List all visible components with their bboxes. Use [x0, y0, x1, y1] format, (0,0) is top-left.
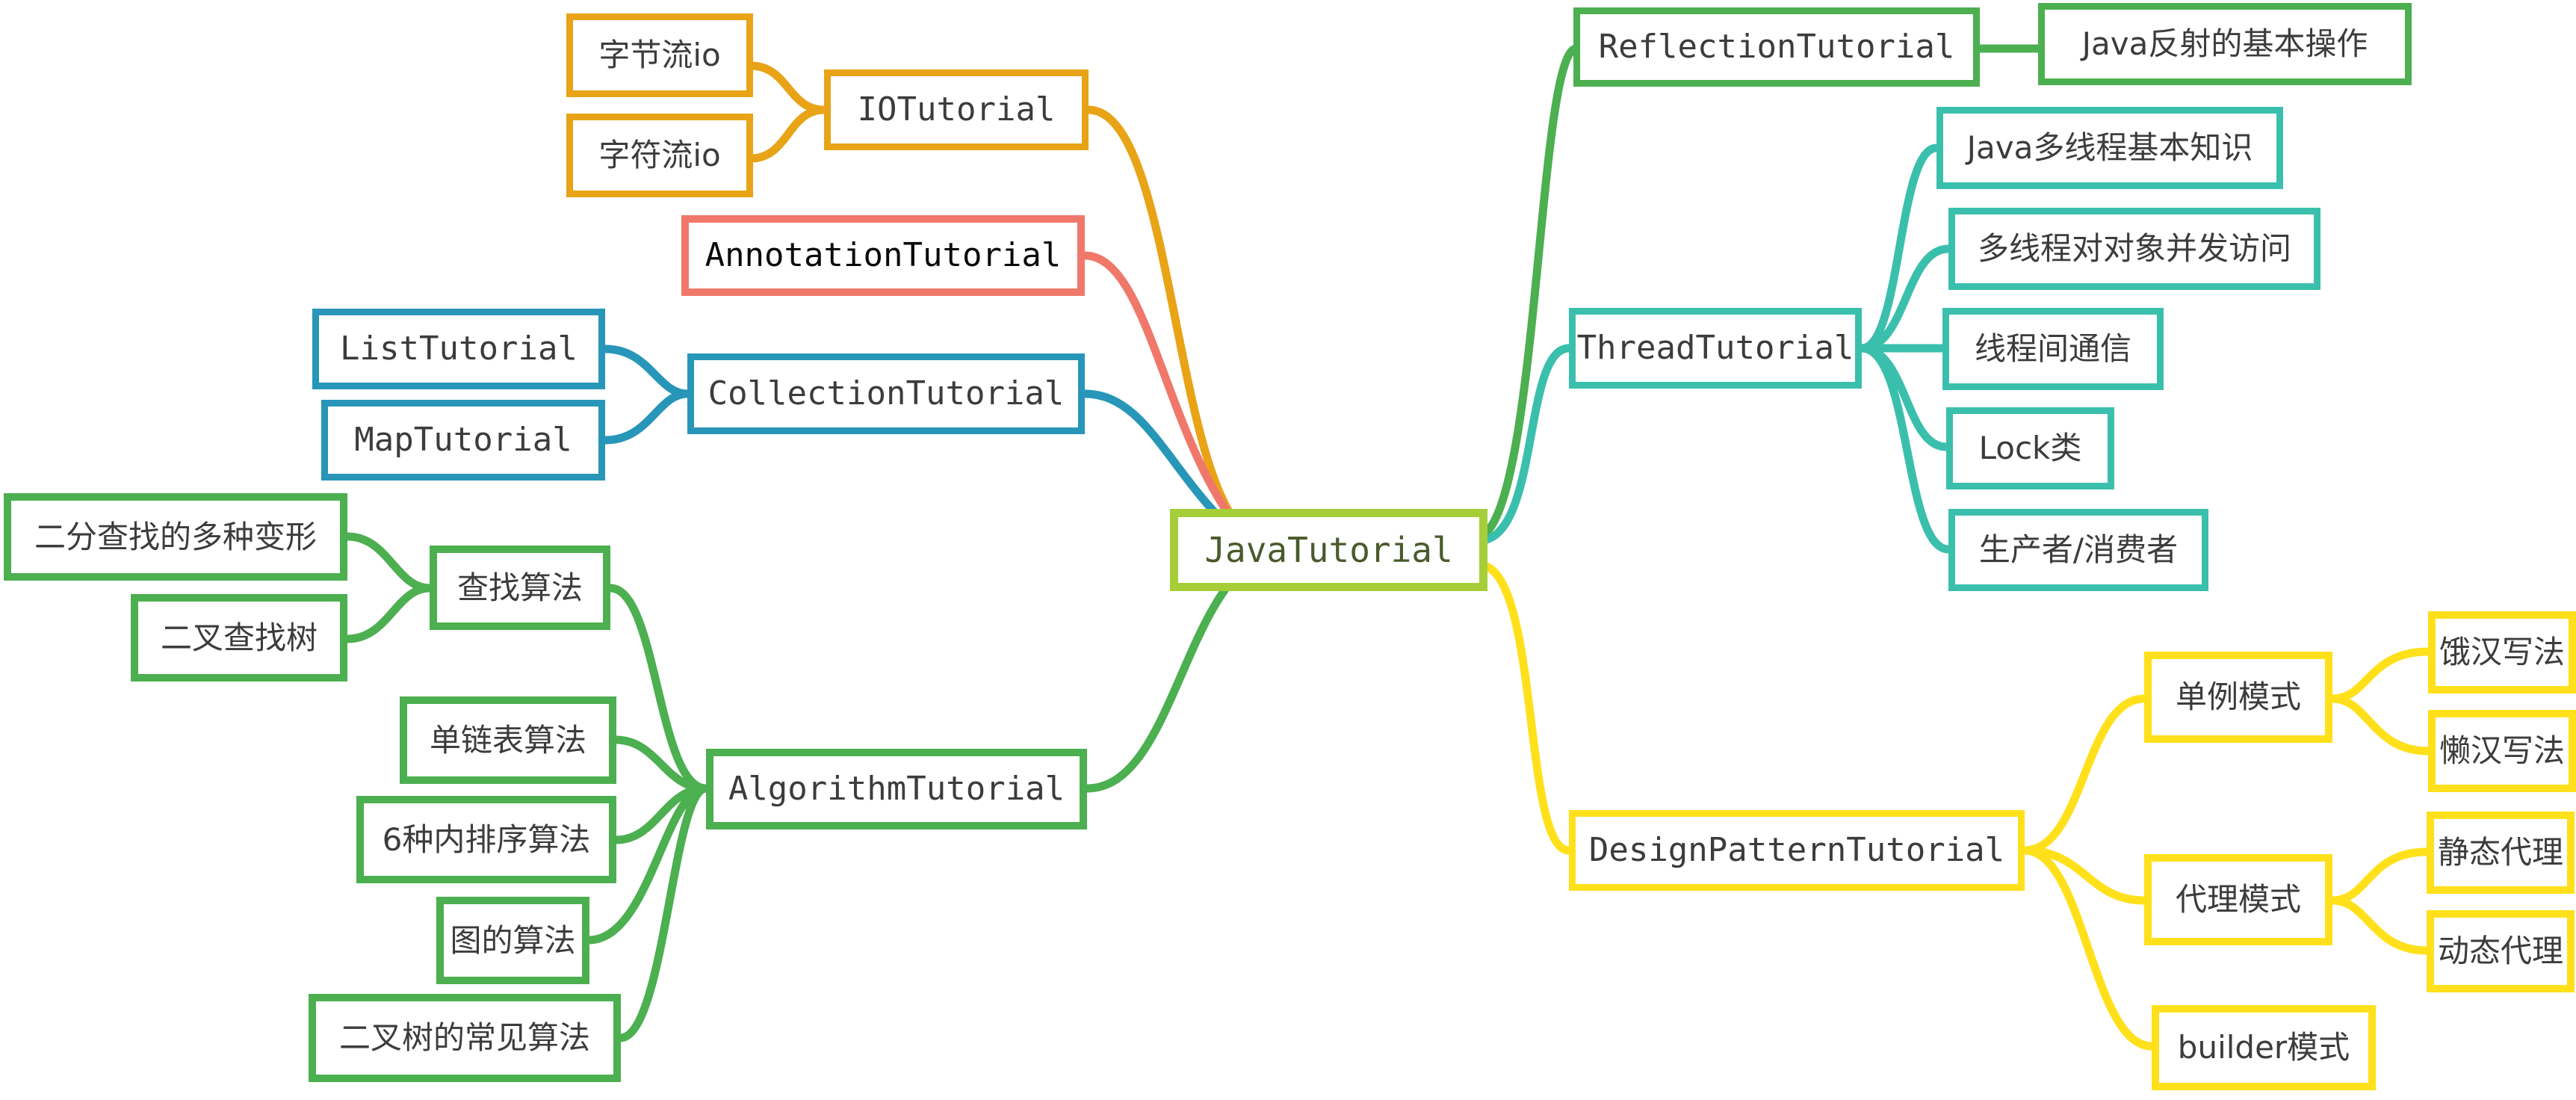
node-label: 动态代理	[2437, 933, 2563, 969]
node-thread-comm[interactable]: 线程间通信	[1942, 308, 2164, 390]
node-label: AlgorithmTutorial	[728, 770, 1065, 808]
node-reflect-basic[interactable]: Java反射的基本操作	[2038, 3, 2412, 85]
node-collection[interactable]: CollectionTutorial	[687, 353, 1085, 434]
node-label: 字节流io	[598, 37, 721, 73]
node-label: MapTutorial	[354, 421, 572, 459]
node-label: 6种内排序算法	[382, 821, 591, 858]
node-sort6[interactable]: 6种内排序算法	[356, 796, 616, 883]
node-dynamic-proxy[interactable]: 动态代理	[2427, 910, 2575, 992]
node-label: CollectionTutorial	[708, 374, 1065, 412]
node-root[interactable]: JavaTutorial	[1170, 509, 1487, 591]
node-label: IOTutorial	[857, 90, 1056, 129]
node-thread-basic[interactable]: Java多线程基本知识	[1936, 107, 2283, 189]
node-label: 懒汉写法	[2439, 732, 2565, 769]
node-label: ListTutorial	[340, 330, 578, 368]
node-label: 静态代理	[2437, 834, 2563, 871]
node-thread[interactable]: ThreadTutorial	[1569, 308, 1862, 389]
node-label: AnnotationTutorial	[705, 236, 1062, 274]
node-algorithm[interactable]: AlgorithmTutorial	[706, 749, 1087, 829]
node-label: 饿汉写法	[2439, 634, 2565, 670]
node-label: 单例模式	[2175, 679, 2301, 715]
node-label: 代理模式	[2175, 881, 2301, 918]
edge-group-annotation	[1080, 251, 1252, 543]
node-eager[interactable]: 饿汉写法	[2428, 611, 2576, 693]
node-label: 生产者/消费者	[1978, 531, 2179, 568]
node-builder[interactable]: builder模式	[2152, 1005, 2376, 1090]
node-io-byte[interactable]: 字节流io	[566, 13, 753, 97]
node-proxy[interactable]: 代理模式	[2144, 854, 2332, 945]
node-map[interactable]: MapTutorial	[321, 400, 605, 481]
node-label: ReflectionTutorial	[1598, 28, 1955, 66]
node-label: 单链表算法	[429, 721, 586, 758]
edge-group-designpattern	[1482, 562, 2433, 1051]
node-label: 图的算法	[450, 921, 576, 959]
node-label: Java反射的基本操作	[2081, 25, 2368, 62]
node-static-proxy[interactable]: 静态代理	[2427, 812, 2575, 894]
node-label: JavaTutorial	[1204, 530, 1453, 570]
node-label: 字符流io	[598, 137, 721, 173]
node-annotation[interactable]: AnnotationTutorial	[681, 215, 1085, 296]
node-label: 多线程对对象并发访问	[1977, 230, 2291, 267]
node-thread-pc[interactable]: 生产者/消费者	[1948, 509, 2208, 591]
node-label: ThreadTutorial	[1576, 329, 1854, 367]
node-list[interactable]: ListTutorial	[312, 309, 605, 389]
node-label: 二叉树的常见算法	[338, 1019, 590, 1056]
node-label: Lock类	[1978, 430, 2082, 466]
node-singleton[interactable]: 单例模式	[2144, 652, 2332, 743]
node-thread-lock[interactable]: Lock类	[1946, 407, 2114, 489]
node-bst[interactable]: 二叉查找树	[131, 594, 347, 682]
node-bintree-algo[interactable]: 二叉树的常见算法	[309, 994, 621, 1082]
node-label: Java多线程基本知识	[1966, 129, 2253, 166]
node-label: 二叉查找树	[160, 619, 318, 656]
edge-group-algorithm	[343, 44, 2043, 1042]
node-label: DesignPatternTutorial	[1588, 831, 2005, 869]
node-reflection[interactable]: ReflectionTutorial	[1573, 7, 1980, 87]
node-binsearch-variants[interactable]: 二分查找的多种变形	[4, 493, 347, 581]
node-thread-concurrent[interactable]: 多线程对对象并发访问	[1948, 208, 2320, 290]
node-graph-algo[interactable]: 图的算法	[436, 897, 589, 984]
node-lazy[interactable]: 懒汉写法	[2428, 710, 2576, 792]
node-io-char[interactable]: 字符流io	[566, 114, 753, 197]
node-label: 查找算法	[456, 569, 583, 606]
node-io[interactable]: IOTutorial	[824, 69, 1089, 150]
node-label: 线程间通信	[1974, 330, 2131, 367]
node-linkedlist-algo[interactable]: 单链表算法	[400, 696, 616, 784]
node-label: 二分查找的多种变形	[34, 518, 317, 555]
node-designpattern[interactable]: DesignPatternTutorial	[1569, 810, 2025, 891]
edge-group-thread	[1482, 143, 1953, 554]
node-label: builder模式	[2177, 1029, 2350, 1066]
node-search[interactable]: 查找算法	[430, 546, 610, 630]
